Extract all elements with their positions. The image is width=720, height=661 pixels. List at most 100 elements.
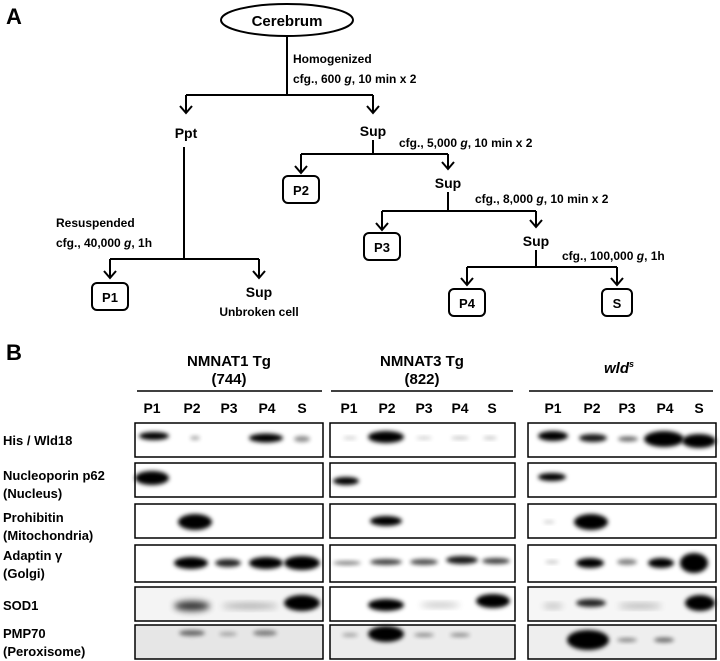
- band: [483, 436, 497, 440]
- band: [284, 556, 320, 570]
- group2-title: NMNAT3 Tg: [380, 353, 464, 370]
- band: [538, 473, 566, 481]
- p4-box: [448, 288, 486, 317]
- band: [342, 633, 358, 637]
- band: [545, 560, 559, 564]
- p3-box: [363, 232, 401, 261]
- row-sublabel: (Golgi): [3, 566, 45, 581]
- step3-cfg: cfg., 8,000 g, 10 min x 2: [475, 192, 609, 206]
- blot-frame: [134, 544, 324, 583]
- band: [178, 514, 212, 530]
- band: [574, 514, 608, 530]
- band: [617, 559, 637, 565]
- blot-frame: [527, 422, 717, 458]
- s-box: [601, 288, 633, 317]
- band: [179, 630, 205, 636]
- panel-b-letter: B: [6, 340, 22, 365]
- blot-frame: [329, 462, 516, 498]
- band: [450, 633, 470, 637]
- band: [543, 604, 563, 608]
- row-label: PMP70: [3, 626, 46, 641]
- blot-frame: [329, 624, 516, 660]
- band: [249, 433, 283, 443]
- band: [420, 603, 460, 607]
- band: [135, 471, 169, 485]
- lane-label: S: [694, 400, 703, 416]
- p4-label: P4: [459, 296, 476, 311]
- band: [543, 520, 555, 524]
- band: [682, 434, 716, 448]
- ppt-label: Ppt: [175, 125, 198, 141]
- blot-bg-group2-pmp70: [330, 625, 515, 659]
- lane-label: P4: [656, 400, 673, 416]
- blot-frame: [134, 422, 324, 458]
- blot-frame: [329, 544, 516, 583]
- band: [249, 557, 283, 569]
- bands-group2: [333, 431, 510, 642]
- band: [416, 436, 432, 440]
- band: [576, 599, 606, 607]
- band: [538, 431, 568, 441]
- blot-bg-group1-pmp70: [135, 625, 323, 659]
- band: [294, 436, 310, 442]
- band: [139, 432, 169, 440]
- p2-label: P2: [293, 183, 309, 198]
- resuspend-cfg: cfg., 40,000 g, 1h: [56, 236, 152, 250]
- band: [680, 553, 708, 573]
- band: [368, 431, 404, 443]
- sup1-label: Sup: [360, 123, 386, 139]
- band: [644, 431, 684, 447]
- lane-label: P2: [183, 400, 200, 416]
- blot-frame: [527, 586, 717, 622]
- row-sublabel: (Mitochondria): [3, 528, 93, 543]
- group1-title: NMNAT1 Tg: [187, 353, 271, 370]
- lane-labels-group2: P1 P2 P3 P4 S: [340, 400, 496, 416]
- blot-frame: [527, 544, 717, 583]
- row-labels: His / Wld18 Nucleoporin p62 (Nucleus) Pr…: [3, 433, 105, 659]
- band: [576, 558, 604, 568]
- blot-frames: [134, 422, 717, 660]
- lane-label: P4: [451, 400, 468, 416]
- band: [617, 638, 637, 642]
- band: [284, 595, 320, 611]
- p2-box: [282, 175, 320, 204]
- flow-lines: [109, 36, 618, 284]
- row-label: Prohibitin: [3, 510, 64, 525]
- lane-labels-group3: P1 P2 P3 P4 S: [544, 400, 703, 416]
- band: [618, 604, 662, 608]
- band: [579, 434, 607, 442]
- panel-b: B NMNAT1 Tg (744) NMNAT3 Tg (822) wlds P…: [3, 340, 717, 660]
- band: [333, 477, 359, 485]
- band: [174, 601, 210, 611]
- row-sublabel: (Peroxisome): [3, 644, 85, 659]
- row-label: Nucleoporin p62: [3, 468, 105, 483]
- band: [174, 557, 208, 569]
- group2-subtitle: (822): [404, 371, 439, 388]
- blot-frame: [527, 462, 717, 498]
- unbroken-cell-label: Unbroken cell: [219, 305, 298, 319]
- band: [215, 559, 241, 567]
- lane-label: P2: [378, 400, 395, 416]
- blot-frame: [329, 503, 516, 539]
- band: [368, 599, 404, 611]
- step1-cfg: cfg., 600 g, 10 min x 2: [293, 72, 417, 86]
- band: [648, 558, 674, 568]
- cerebrum-node: [220, 3, 354, 37]
- resuspend-text: Resuspended: [56, 216, 135, 230]
- band: [253, 630, 277, 636]
- band: [476, 594, 510, 608]
- step4-cfg: cfg., 100,000 g, 1h: [562, 249, 665, 263]
- band: [190, 436, 200, 440]
- blot-frame: [527, 503, 717, 539]
- arrowheads: [103, 105, 624, 287]
- cerebrum-label: Cerebrum: [252, 13, 323, 30]
- band: [333, 561, 361, 565]
- blot-frame: [134, 624, 324, 660]
- blot-bg-group3-pmp70: [528, 625, 716, 659]
- band: [370, 516, 402, 526]
- blot-frame: [134, 462, 324, 498]
- group3-title: wlds: [604, 359, 634, 377]
- band: [219, 632, 237, 636]
- lane-label: P1: [544, 400, 561, 416]
- band: [618, 436, 638, 442]
